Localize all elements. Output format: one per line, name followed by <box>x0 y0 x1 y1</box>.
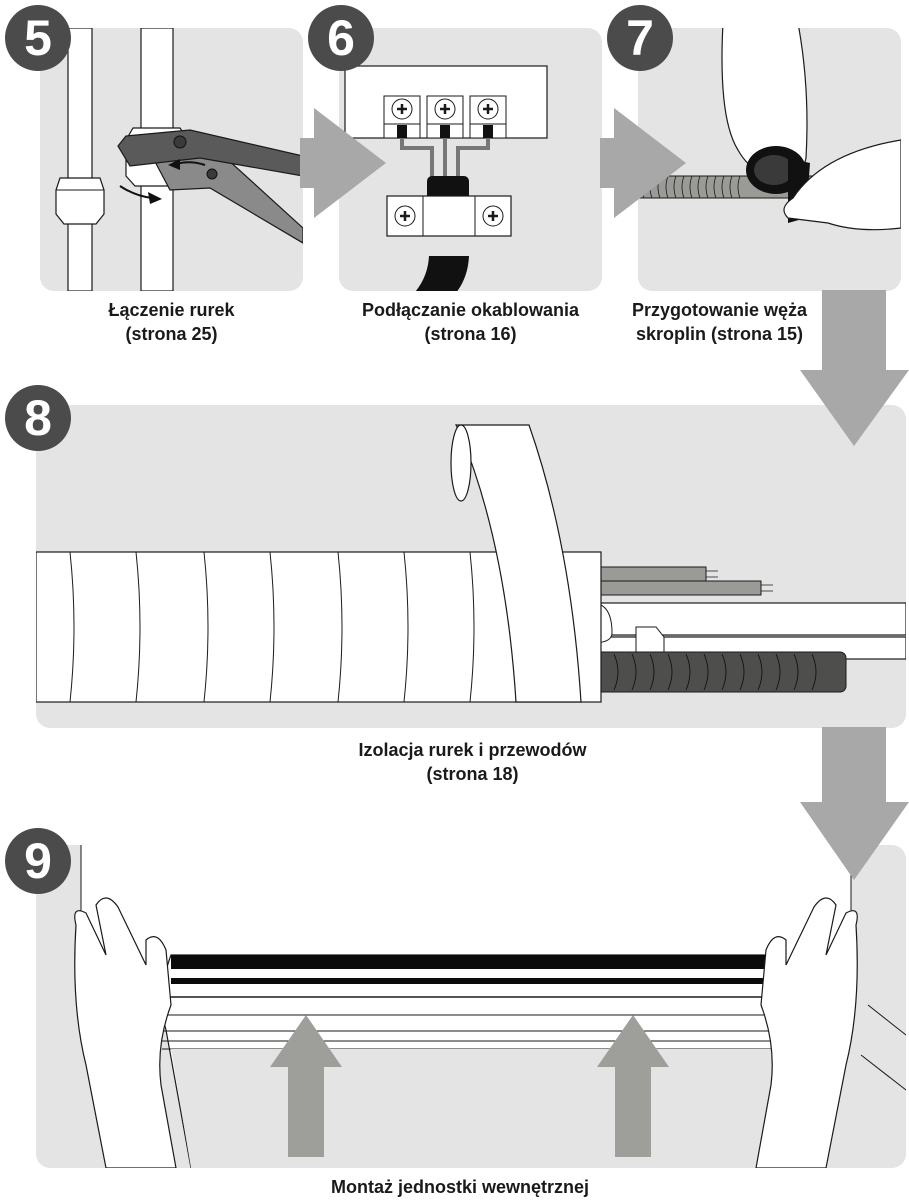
step-8-caption-page: (strona 18) <box>426 764 519 784</box>
step-8-caption: Izolacja rurek i przewodów (strona 18) <box>300 738 645 786</box>
step-7-number-badge: 7 <box>607 5 673 71</box>
lower-hand <box>783 139 901 231</box>
pipe-wrench-illustration <box>55 28 303 291</box>
pipe-insulation-illustration <box>36 424 906 703</box>
cable-clamp <box>386 195 512 237</box>
lift-arrow-left <box>270 1015 342 1157</box>
upper-wrench <box>117 129 303 177</box>
terminal-3 <box>469 95 507 139</box>
step-6-caption: Podłączanie okablowania (strona 16) <box>328 298 613 346</box>
right-hand <box>755 897 858 1168</box>
step-9-caption-title: Montaż jednostki wewnętrznej <box>330 1177 590 1197</box>
drain-hose-ribs <box>613 653 817 691</box>
step-7-caption-title: Przygotowanie węża <box>631 300 808 320</box>
step-5-panel <box>40 28 303 291</box>
wall-area <box>81 845 851 965</box>
flow-arrow-8-to-9 <box>800 727 909 880</box>
wire-1 <box>400 138 434 178</box>
step-6-caption-page: (strona 16) <box>424 324 517 344</box>
flow-arrow-6-to-7 <box>600 108 686 218</box>
left-flare-nut <box>55 177 105 225</box>
drain-hose-taping-illustration <box>638 28 901 231</box>
step-5-caption-page: (strona 25) <box>125 324 218 344</box>
step-6-number-badge: 6 <box>308 5 374 71</box>
wire-3 <box>456 138 490 178</box>
step-5-number-badge: 5 <box>5 5 71 71</box>
lift-arrow-right <box>597 1015 669 1157</box>
left-pipe <box>67 28 93 291</box>
step-5-caption-title: Łączenie rurek <box>108 300 235 320</box>
step-7-panel <box>638 28 901 291</box>
cable-tail <box>415 256 469 291</box>
tape-wrap-seams <box>69 551 475 703</box>
power-cable-2 <box>580 580 762 596</box>
wiring-terminal-illustration <box>344 65 548 291</box>
step-8-panel <box>36 405 906 728</box>
flow-arrow-7-to-8 <box>800 290 909 446</box>
terminal-2 <box>426 95 464 139</box>
step-6-panel <box>339 28 602 291</box>
step-7-caption-page: skroplin (strona 15) <box>635 324 804 344</box>
unit-top-stripe <box>171 955 781 969</box>
left-hand <box>74 897 177 1168</box>
tape-strip <box>455 424 582 703</box>
step-6-caption-title: Podłączanie okablowania <box>361 300 580 320</box>
flow-arrow-5-to-6 <box>300 108 386 218</box>
unit-second-stripe <box>171 978 781 984</box>
step-9-panel <box>36 845 906 1168</box>
step-9-number-badge: 9 <box>5 828 71 894</box>
step-7-caption: Przygotowanie węża skroplin (strona 15) <box>612 298 827 346</box>
step-8-number-badge: 8 <box>5 385 71 451</box>
mounting-plate-edge <box>860 1004 906 1091</box>
indoor-unit-mounting-illustration <box>74 845 906 1168</box>
tape-curl <box>450 424 472 502</box>
step-5-caption: Łączenie rurek (strona 25) <box>40 298 303 346</box>
terminal-1 <box>383 95 421 139</box>
step-8-caption-title: Izolacja rurek i przewodów <box>358 740 587 760</box>
step-9-caption: Montaż jednostki wewnętrznej <box>260 1175 660 1199</box>
